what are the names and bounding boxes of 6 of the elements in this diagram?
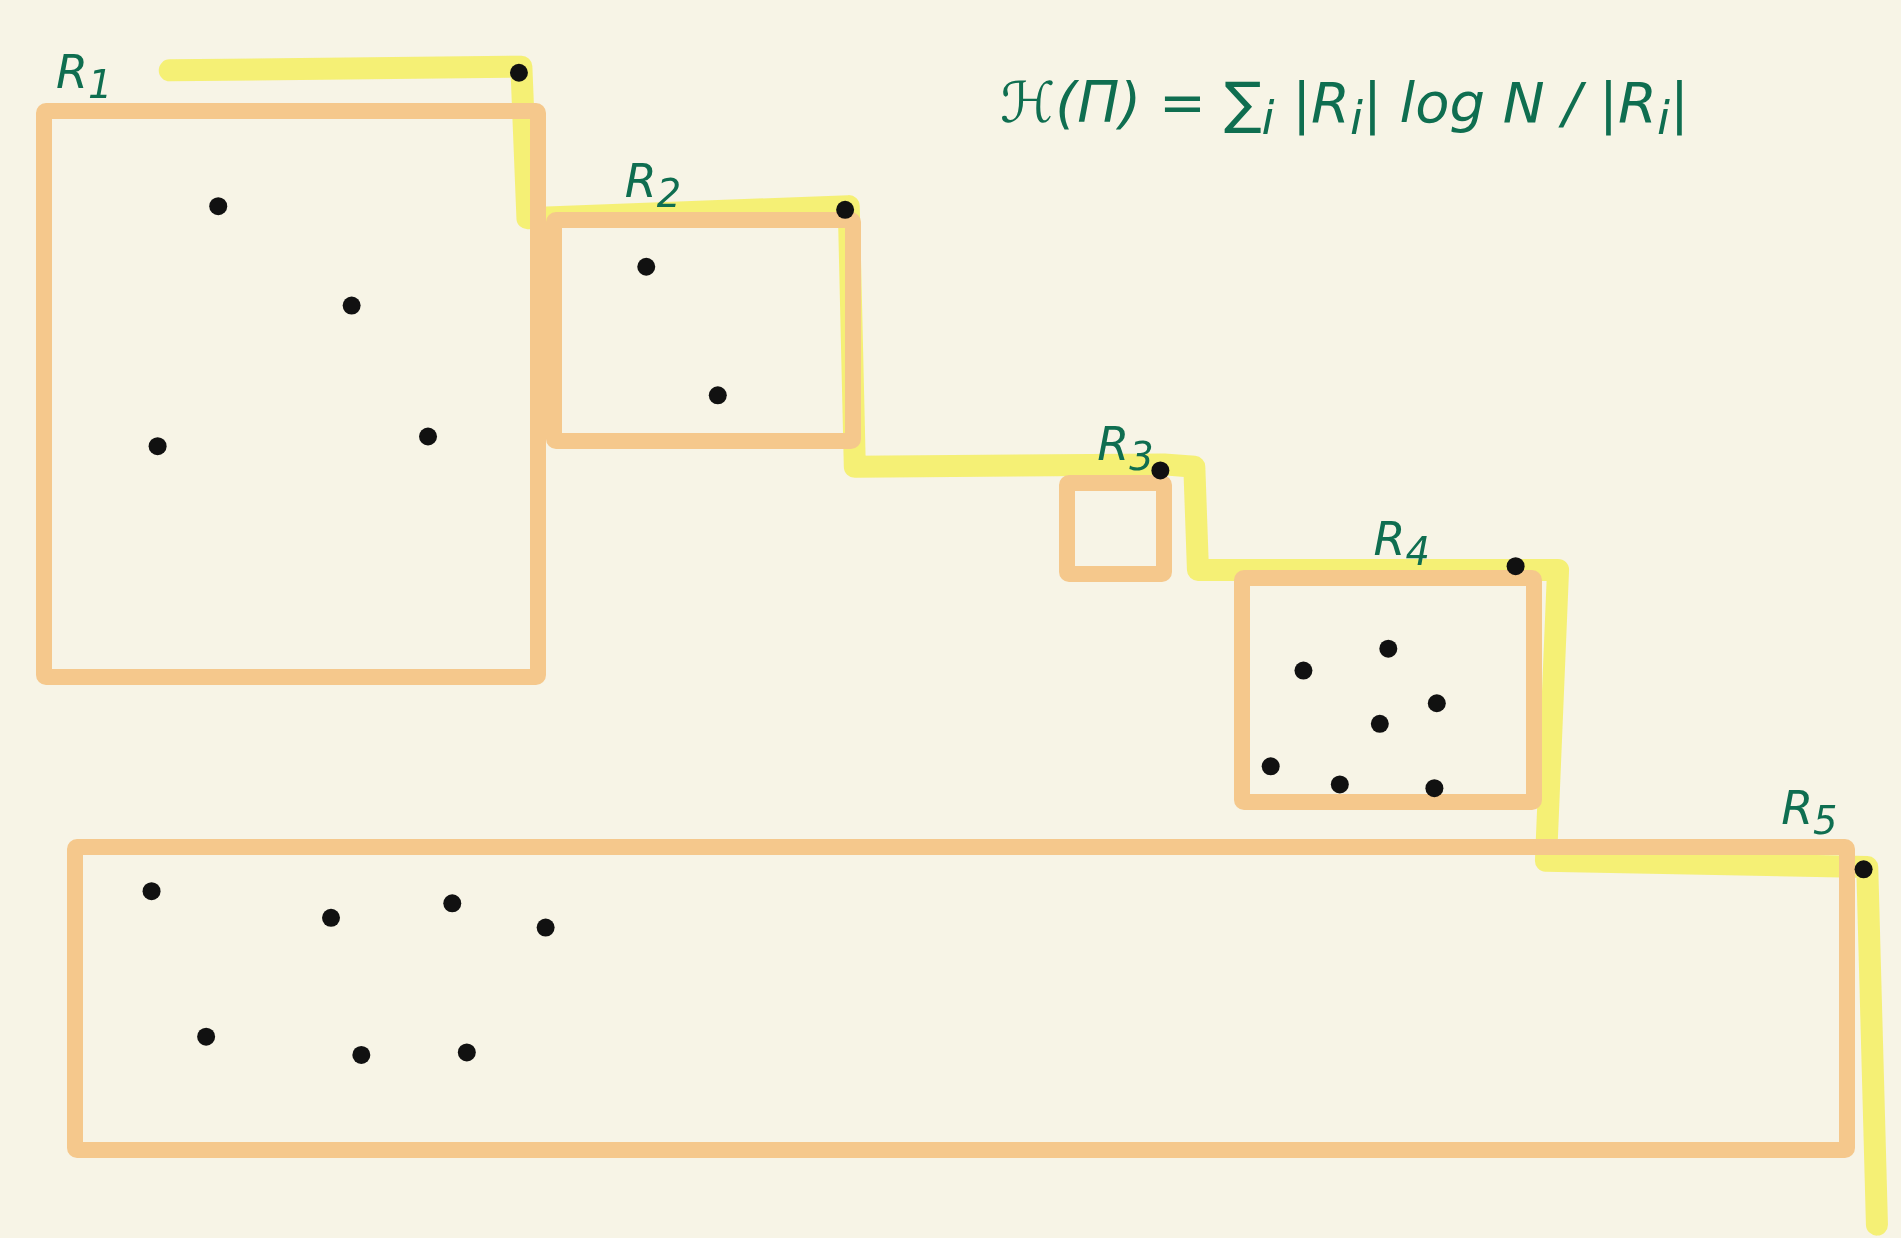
region-label: R$_{3}$ [1097, 421, 1154, 477]
region-label: R$_{2}$ [624, 158, 682, 214]
region-label: R$_{1}$ [56, 49, 113, 105]
entropy-formula: ℋ(Π) = ∑$_{i}$ |R$_{i}$| log N / |R$_{i}$| [1000, 70, 1689, 146]
region-label: R$_{5}$ [1781, 785, 1838, 841]
region-label: R$_{4}$ [1373, 515, 1430, 572]
